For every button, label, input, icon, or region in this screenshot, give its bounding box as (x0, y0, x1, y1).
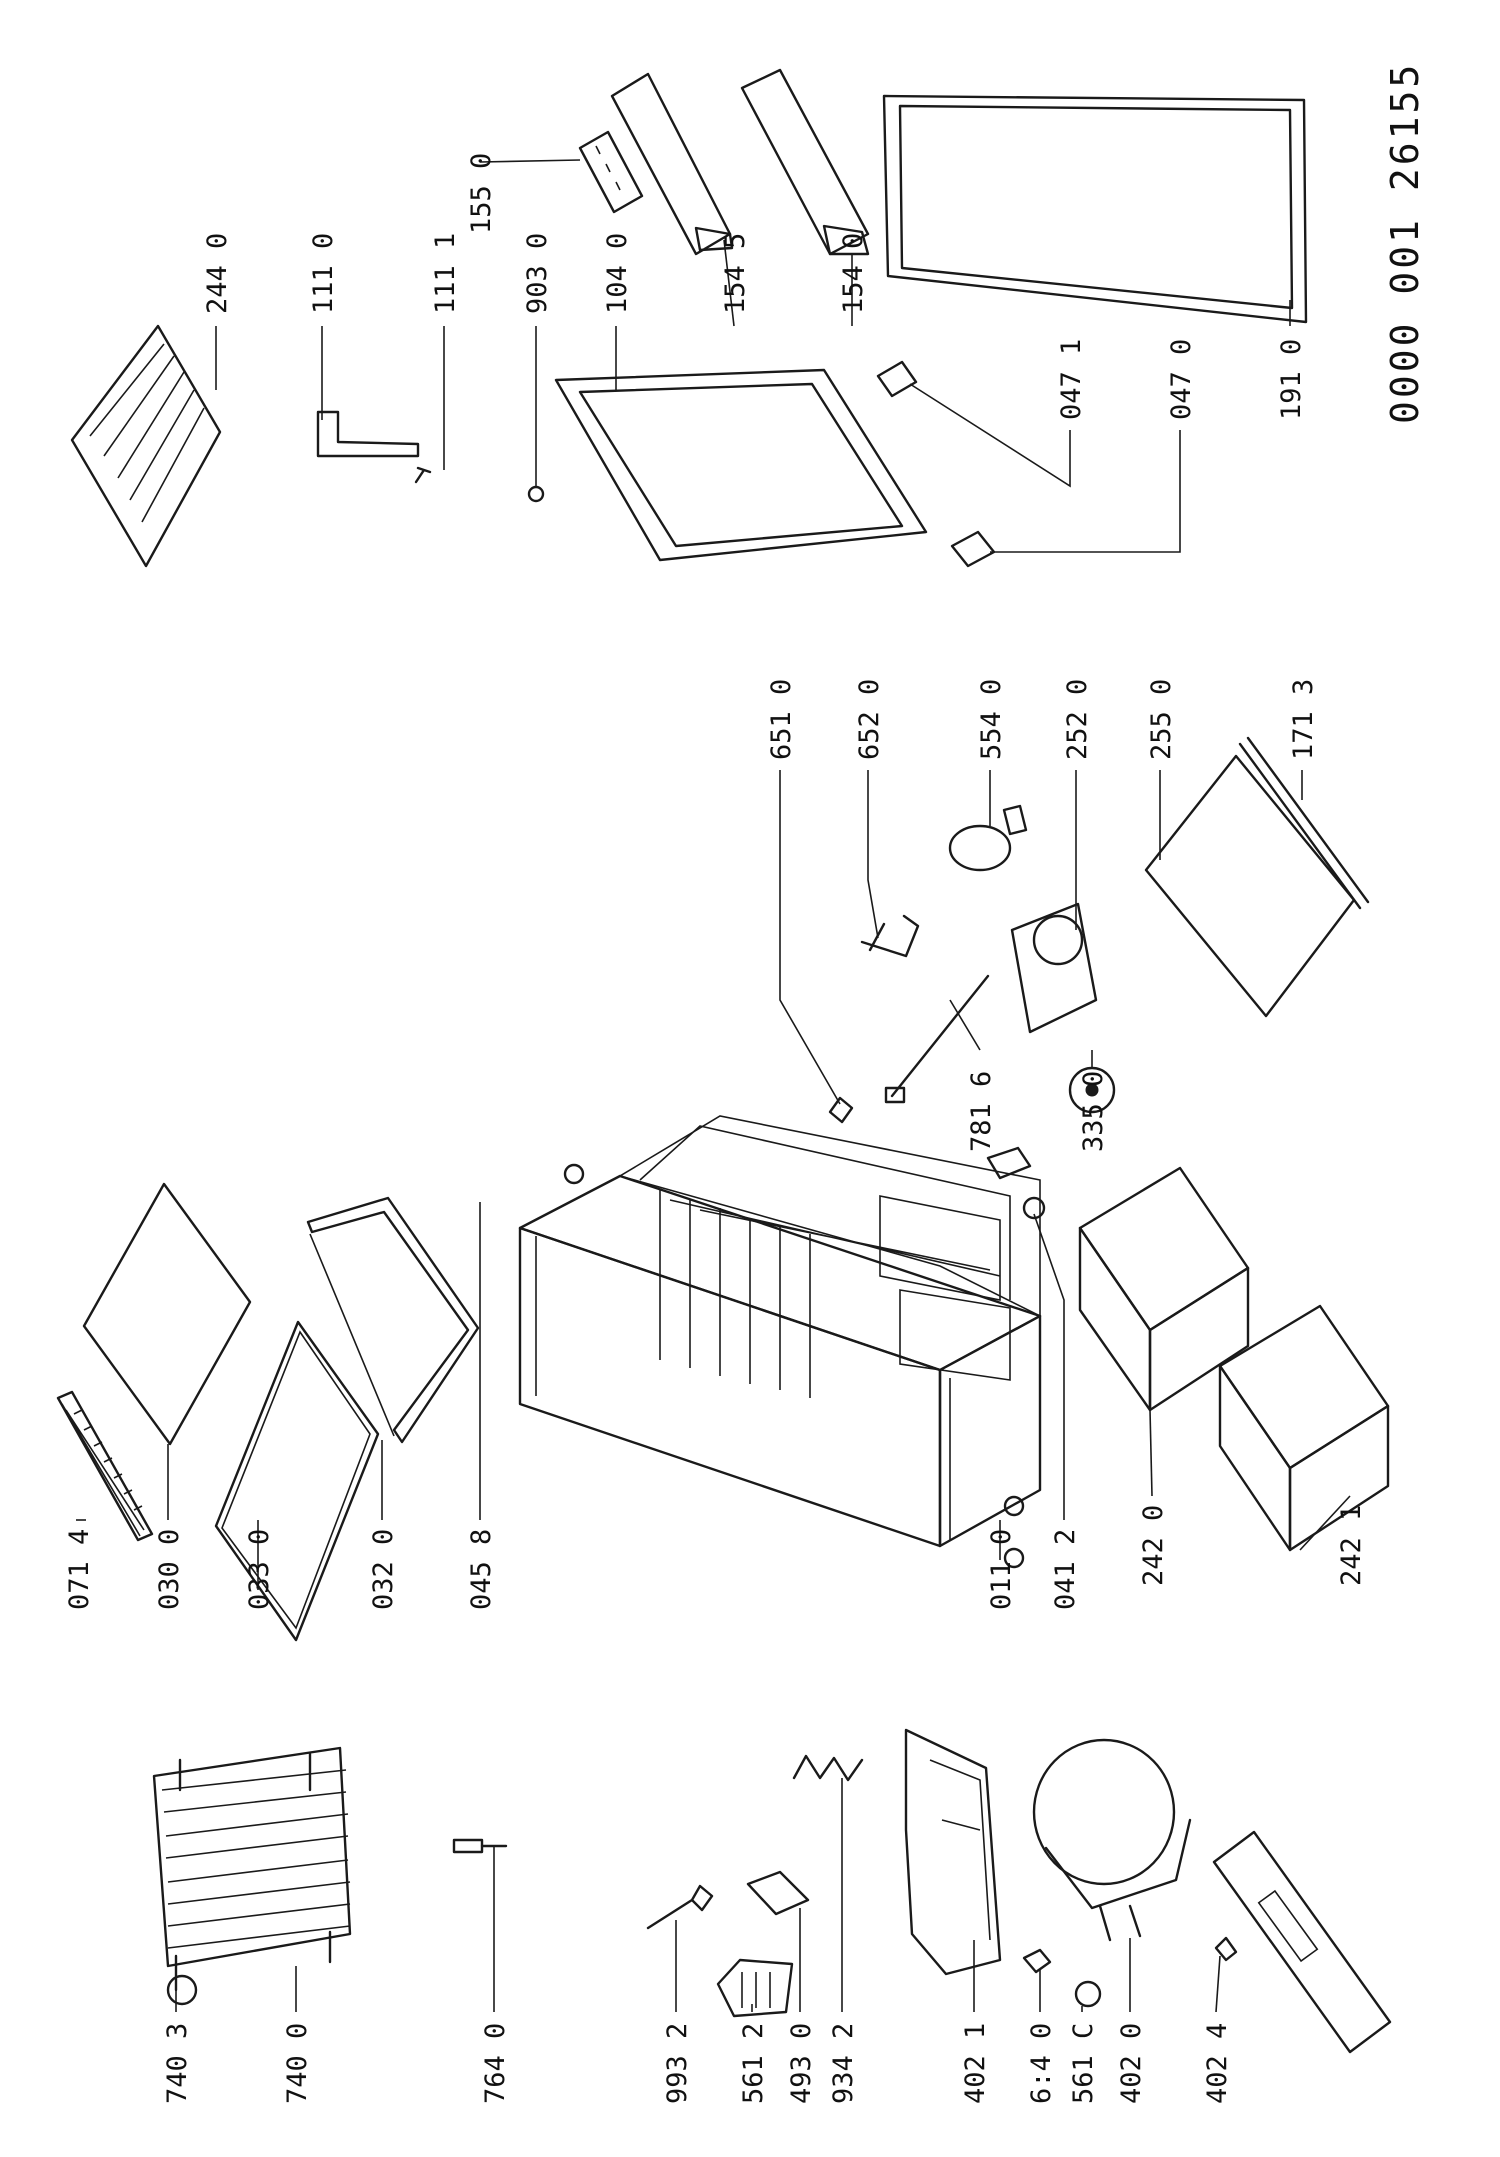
part-7400-evaporator (152, 1746, 352, 1992)
part-0320-shelf-frame (306, 1196, 480, 1444)
part-6140-relay-clip (1022, 1948, 1052, 1974)
label-9932: 993 2 (662, 2023, 693, 2104)
label-6140: 6:4 0 (1026, 2023, 1057, 2104)
label-5612: 561 2 (738, 2023, 769, 2104)
label-4024: 402 4 (1202, 2023, 1233, 2104)
part-2550-crisper-glass (1144, 754, 1356, 1018)
label-2421: 242 1 (1336, 1505, 1367, 1586)
label-0470: 047 0 (1166, 339, 1197, 420)
label-0412: 041 2 (1050, 1529, 1081, 1610)
part-1545-balcony (610, 72, 734, 256)
label-7640: 764 0 (480, 2023, 511, 2104)
part-9932-wire (646, 1884, 714, 1930)
part-4930-capacitor (746, 1870, 810, 1916)
part-9342-cable (792, 1754, 864, 1782)
label-0110: 011 0 (986, 1529, 1017, 1610)
part-4020-compressor (1032, 1738, 1192, 1942)
part-0458-cabinet (518, 1115, 1046, 1548)
label-6510: 651 0 (766, 679, 797, 760)
label-9342: 934 2 (828, 2023, 859, 2104)
part-1550-egg-tray (578, 130, 644, 214)
label-7403: 740 3 (162, 2023, 193, 2104)
part-0110-foot (1003, 1547, 1025, 1569)
part-6520-thermostat (860, 914, 920, 958)
part-0471-hinge (876, 360, 918, 398)
part-1910-gasket (882, 94, 1308, 324)
label-1540: 154 0 (838, 233, 869, 314)
label-3350: 335 0 (1078, 1071, 1109, 1152)
part-5612-relay (716, 1958, 794, 2018)
part-base-plate (1212, 1830, 1392, 2054)
label-561c: 561 C (1068, 2023, 1099, 2104)
label-6520: 652 0 (854, 679, 885, 760)
label-2420: 242 0 (1138, 1505, 1169, 1586)
part-7816-rod (884, 974, 990, 1104)
label-2520: 252 0 (1062, 679, 1093, 760)
leader-lines (76, 159, 1351, 2013)
label-1545: 154 5 (720, 233, 751, 314)
part-1540-balcony (740, 68, 870, 256)
label-0320: 032 0 (368, 1529, 399, 1610)
label-1040: 104 0 (602, 233, 633, 314)
part-7640-sensor (452, 1838, 508, 1854)
part-6510-lamp (828, 1096, 854, 1124)
part-561c-protector (1074, 1980, 1102, 2008)
part-0330-glass-shelf (214, 1320, 380, 1642)
part-7403-cap (166, 1974, 198, 2006)
document-id: 0000 001 26155 (1383, 62, 1427, 424)
part-0300-top-cover (82, 1182, 252, 1446)
part-5540-knob (948, 804, 1028, 872)
part-0714-grille (56, 1390, 154, 1542)
label-5540: 554 0 (976, 679, 1007, 760)
label-9030: 903 0 (522, 233, 553, 314)
part-4024-clip (1214, 1936, 1238, 1962)
label-2550: 255 0 (1146, 679, 1177, 760)
label-0300: 030 0 (154, 1529, 185, 1610)
label-0471: 047 1 (1056, 339, 1087, 420)
part-1111-screw (414, 466, 432, 484)
part-labels: 071 4 030 0 033 0 032 0 045 8 011 0 041 … (64, 153, 1367, 2104)
label-4021: 402 1 (960, 2023, 991, 2104)
label-1713: 171 3 (1288, 679, 1319, 760)
part-2520-fan-housing (1010, 902, 1098, 1034)
label-1550: 155 0 (466, 153, 497, 234)
label-4930: 493 0 (786, 2023, 817, 2104)
part-2421-drawer (1218, 1304, 1390, 1552)
part-1110-bracket (316, 410, 420, 458)
label-1111: 111 1 (430, 233, 461, 314)
part-2420-drawer (1078, 1166, 1250, 1412)
part-1040-door (554, 368, 928, 562)
part-2440-freezer-shelf (70, 324, 222, 568)
label-7400: 740 0 (282, 2023, 313, 2104)
label-0714: 071 4 (64, 1529, 95, 1610)
label-1910: 191 0 (1276, 339, 1307, 420)
label-4020: 402 0 (1116, 2023, 1147, 2104)
label-2440: 244 0 (202, 233, 233, 314)
label-7816: 781 6 (966, 1071, 997, 1152)
part-1713-rail (1238, 736, 1370, 910)
label-0330: 033 0 (244, 1529, 275, 1610)
part-9030-screw (527, 485, 545, 503)
label-0458: 045 8 (466, 1529, 497, 1610)
label-1110: 111 0 (308, 233, 339, 314)
part-0470-hinge (950, 530, 996, 568)
part-4021-compressor-cover (904, 1728, 1002, 1976)
